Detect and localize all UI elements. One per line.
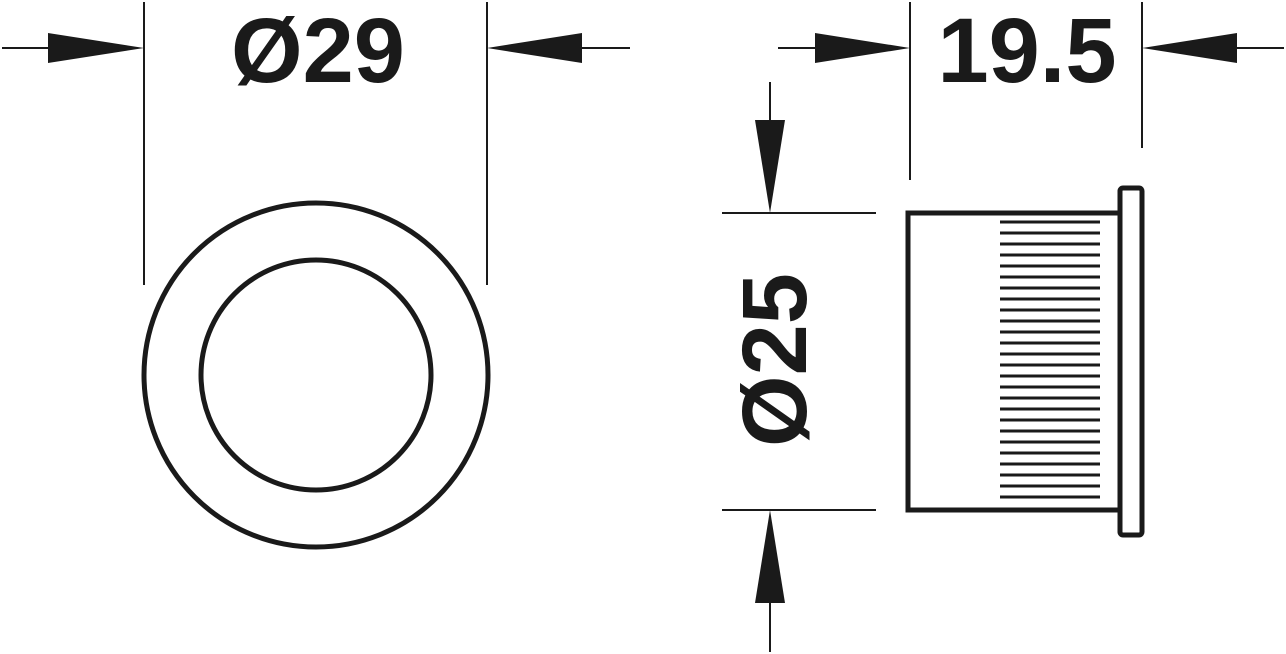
dimension-length: 19.5 xyxy=(778,0,1284,180)
arrow-head-left xyxy=(815,33,910,63)
dimension-inner-diameter: Ø25 xyxy=(722,82,876,652)
arrow-head-left xyxy=(48,33,144,63)
body-outline xyxy=(905,210,1118,513)
inner-diameter-label: Ø25 xyxy=(724,273,826,447)
side-view xyxy=(905,185,1145,538)
arrow-head-bottom xyxy=(755,510,785,603)
outer-circle xyxy=(141,200,491,550)
flange xyxy=(1117,185,1145,538)
knurl-ribs xyxy=(1000,220,1100,499)
arrow-head-right xyxy=(487,33,582,63)
arrow-head-top xyxy=(755,120,785,213)
dimension-outer-diameter: Ø29 xyxy=(2,0,630,285)
arrow-head-right xyxy=(1142,33,1237,63)
outer-diameter-label: Ø29 xyxy=(231,0,405,102)
inner-circle xyxy=(198,257,434,493)
length-label: 19.5 xyxy=(937,0,1116,102)
front-view xyxy=(141,200,491,550)
